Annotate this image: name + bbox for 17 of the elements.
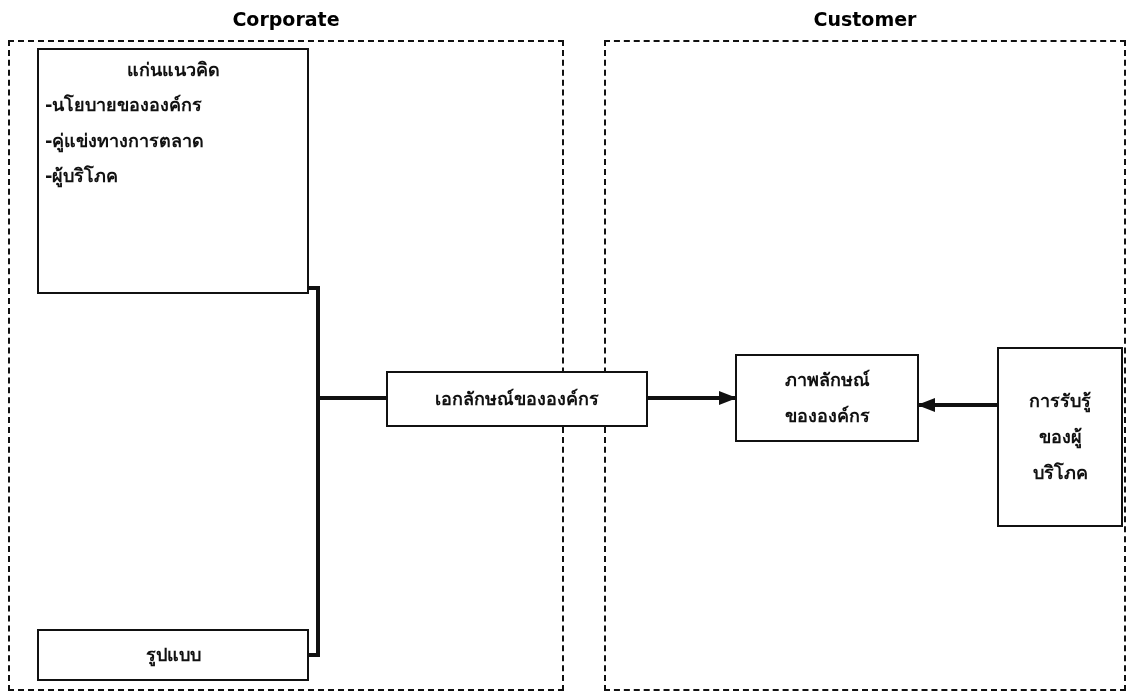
process-box <box>997 347 1123 527</box>
process-box <box>37 48 309 294</box>
group-heading: Corporate <box>231 8 341 30</box>
box-heading: แก่นแนวคิด <box>126 58 220 82</box>
process-box <box>386 371 648 427</box>
group-heading: Customer <box>812 8 918 30</box>
connector-line <box>309 396 386 657</box>
list-item: -คู่แข่งทางการตลาด <box>45 128 205 153</box>
process-box <box>735 354 919 442</box>
box-text: การรับรู้ของผู้บริโภค <box>1028 389 1092 485</box>
process-box <box>37 629 309 681</box>
box-text: ภาพลักษณ์ขององค์กร <box>783 368 871 428</box>
box-text: เอกลักษณ์ขององค์กร <box>435 387 599 411</box>
arrow <box>648 391 737 405</box>
list-item: -นโยบายขององค์กร <box>45 93 203 117</box>
box-text: รูปแบบ <box>145 643 201 667</box>
list-item: -ผู้บริโภค <box>45 164 119 188</box>
